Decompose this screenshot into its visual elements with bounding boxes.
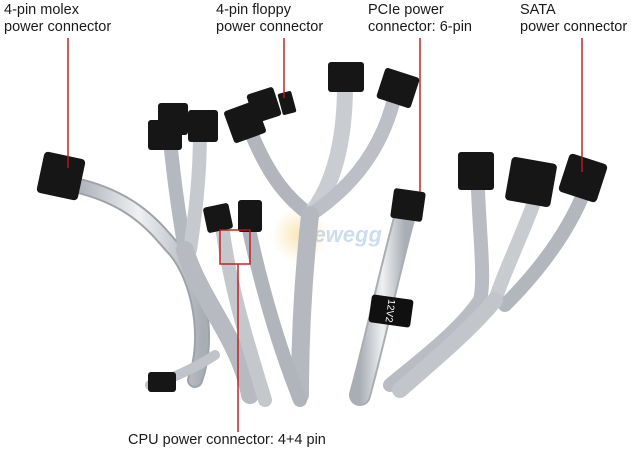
molex-label-line1: 4-pin molex — [4, 2, 79, 18]
floppy-plug-2 — [246, 87, 282, 123]
cpu-plug-right — [238, 200, 262, 232]
sata-cable-bundle — [383, 183, 592, 398]
floppy-cable-bundle — [243, 77, 402, 404]
sata-plug-2 — [505, 156, 557, 208]
cable-bundles — [67, 77, 592, 407]
cpu-highlight-box — [219, 229, 251, 265]
pcie-connector-group — [390, 188, 426, 222]
cpu-cable-bundle — [215, 218, 307, 407]
pcie-plug — [390, 188, 426, 222]
floppy-plug-5 — [376, 68, 420, 108]
sata-plug-1 — [458, 152, 494, 190]
floppy-connector-group — [224, 62, 420, 143]
floppy-connector-label: 4-pin floppy power connector — [216, 2, 323, 36]
molex-connector-label: 4-pin molex power connector — [4, 2, 111, 36]
sata-label-line1: SATA — [520, 2, 556, 18]
floppy-plug-4 — [328, 62, 364, 92]
molex-label-line2: power connector — [4, 19, 112, 35]
sata-label-line2: power connector — [520, 19, 628, 35]
floppy-label-line1: 4-pin floppy — [216, 2, 291, 18]
cable-tag-text: 12V2 — [382, 298, 396, 323]
bottom-left-plug — [148, 372, 176, 392]
cpu-plug-left — [203, 203, 233, 233]
sata-connector-label: SATA power connector — [520, 2, 627, 36]
bottom-plug — [148, 372, 176, 392]
cpu-connector-label: CPU power connector: 4+4 pin — [128, 432, 326, 448]
molex-cable-bundle — [67, 123, 259, 404]
pcie-connector-label: PCIe power connector: 6-pin — [368, 2, 472, 36]
leader-lines — [67, 38, 583, 432]
pcie-label-line1: PCIe power — [368, 2, 444, 18]
molex-plug-4 — [188, 110, 218, 142]
cable-tag: 12V2 — [368, 294, 414, 328]
molex-plug-1 — [36, 151, 86, 201]
molex-connector-group — [36, 103, 218, 201]
floppy-label-line2: power connector — [216, 19, 324, 35]
molex-plug-3 — [158, 103, 188, 135]
connectors — [36, 62, 608, 392]
watermark-logo: newegg — [272, 207, 382, 263]
sata-connector-group — [458, 152, 608, 208]
sata-plug-3 — [558, 153, 608, 203]
cable-tag-band — [368, 294, 414, 328]
floppy-plug-3 — [277, 91, 297, 115]
pcie-label-line2: connector: 6-pin — [368, 19, 472, 35]
cpu-connector-group — [203, 200, 262, 233]
